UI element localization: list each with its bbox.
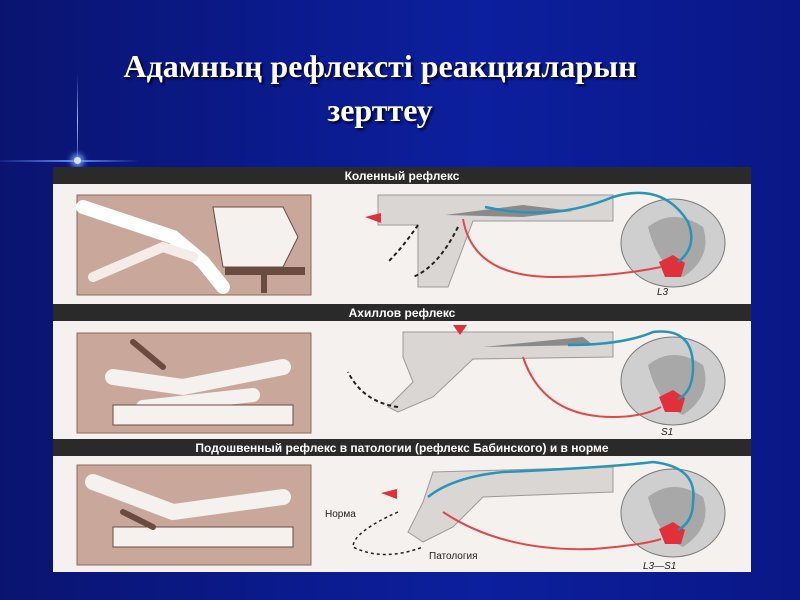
label-norm: Норма bbox=[325, 509, 356, 520]
panel-2-leg-diagram bbox=[347, 325, 614, 413]
panel-1-leg-diagram bbox=[365, 194, 614, 288]
panel-3-heading: Подошвенный рефлекс в патологии (рефлекс… bbox=[195, 441, 608, 455]
panel-1-photo bbox=[76, 194, 312, 296]
panel-2-segment-label: S1 bbox=[661, 427, 673, 438]
panel-1-sensory-path bbox=[484, 191, 693, 263]
decorative-horizontal-line bbox=[0, 160, 140, 162]
panel-1-heading: Коленный рефлекс bbox=[345, 169, 460, 183]
panel-3-stimulus-marker bbox=[381, 489, 397, 499]
reflex-figure: Коленный рефлекс L3 Ахиллов рефлекс bbox=[53, 167, 751, 572]
panel-3-segment-label: L3—S1 bbox=[643, 561, 676, 572]
panel-1-motor-path bbox=[462, 218, 662, 279]
panel-2-stimulus-marker bbox=[453, 325, 467, 335]
panel-2-heading-band bbox=[53, 304, 751, 321]
panel-3-motor-path bbox=[442, 511, 662, 551]
title-line-1: Адамның рефлексті реакцияларын bbox=[123, 48, 637, 84]
panel-1-spinal-cord: L3 bbox=[620, 198, 726, 298]
panel-3-sensory-path bbox=[427, 460, 695, 532]
reflex-illustration: Коленный рефлекс L3 Ахиллов рефлекс bbox=[53, 167, 751, 572]
panel-2-sensory-path bbox=[567, 330, 695, 401]
panel-1-heading-band bbox=[53, 167, 751, 184]
panel-2-motor-path bbox=[522, 356, 662, 419]
slide-title: Адамның рефлексті реакцияларын зерттеу bbox=[0, 44, 760, 132]
panel-2-spinal-cord: S1 bbox=[620, 336, 726, 438]
panel-3-motor-neuron-icon bbox=[659, 522, 685, 544]
panel-2-photo bbox=[76, 332, 312, 434]
label-pathology: Патология bbox=[429, 551, 478, 562]
panel-1-stimulus-marker bbox=[365, 213, 381, 223]
panel-2-motor-neuron-icon bbox=[659, 390, 685, 412]
panel-3-spinal-cord: L3—S1 bbox=[620, 468, 726, 572]
panel-1-segment-label: L3 bbox=[657, 287, 669, 298]
panel-3-heading-band bbox=[53, 439, 751, 456]
decorative-vertical-line bbox=[77, 74, 78, 166]
panel-2-heading: Ахиллов рефлекс bbox=[349, 306, 456, 320]
decorative-star-glow bbox=[74, 157, 81, 164]
panel-3-leg-diagram: Норма Патология bbox=[325, 466, 614, 562]
panel-3-photo bbox=[76, 464, 312, 566]
title-line-2: зерттеу bbox=[327, 92, 433, 128]
